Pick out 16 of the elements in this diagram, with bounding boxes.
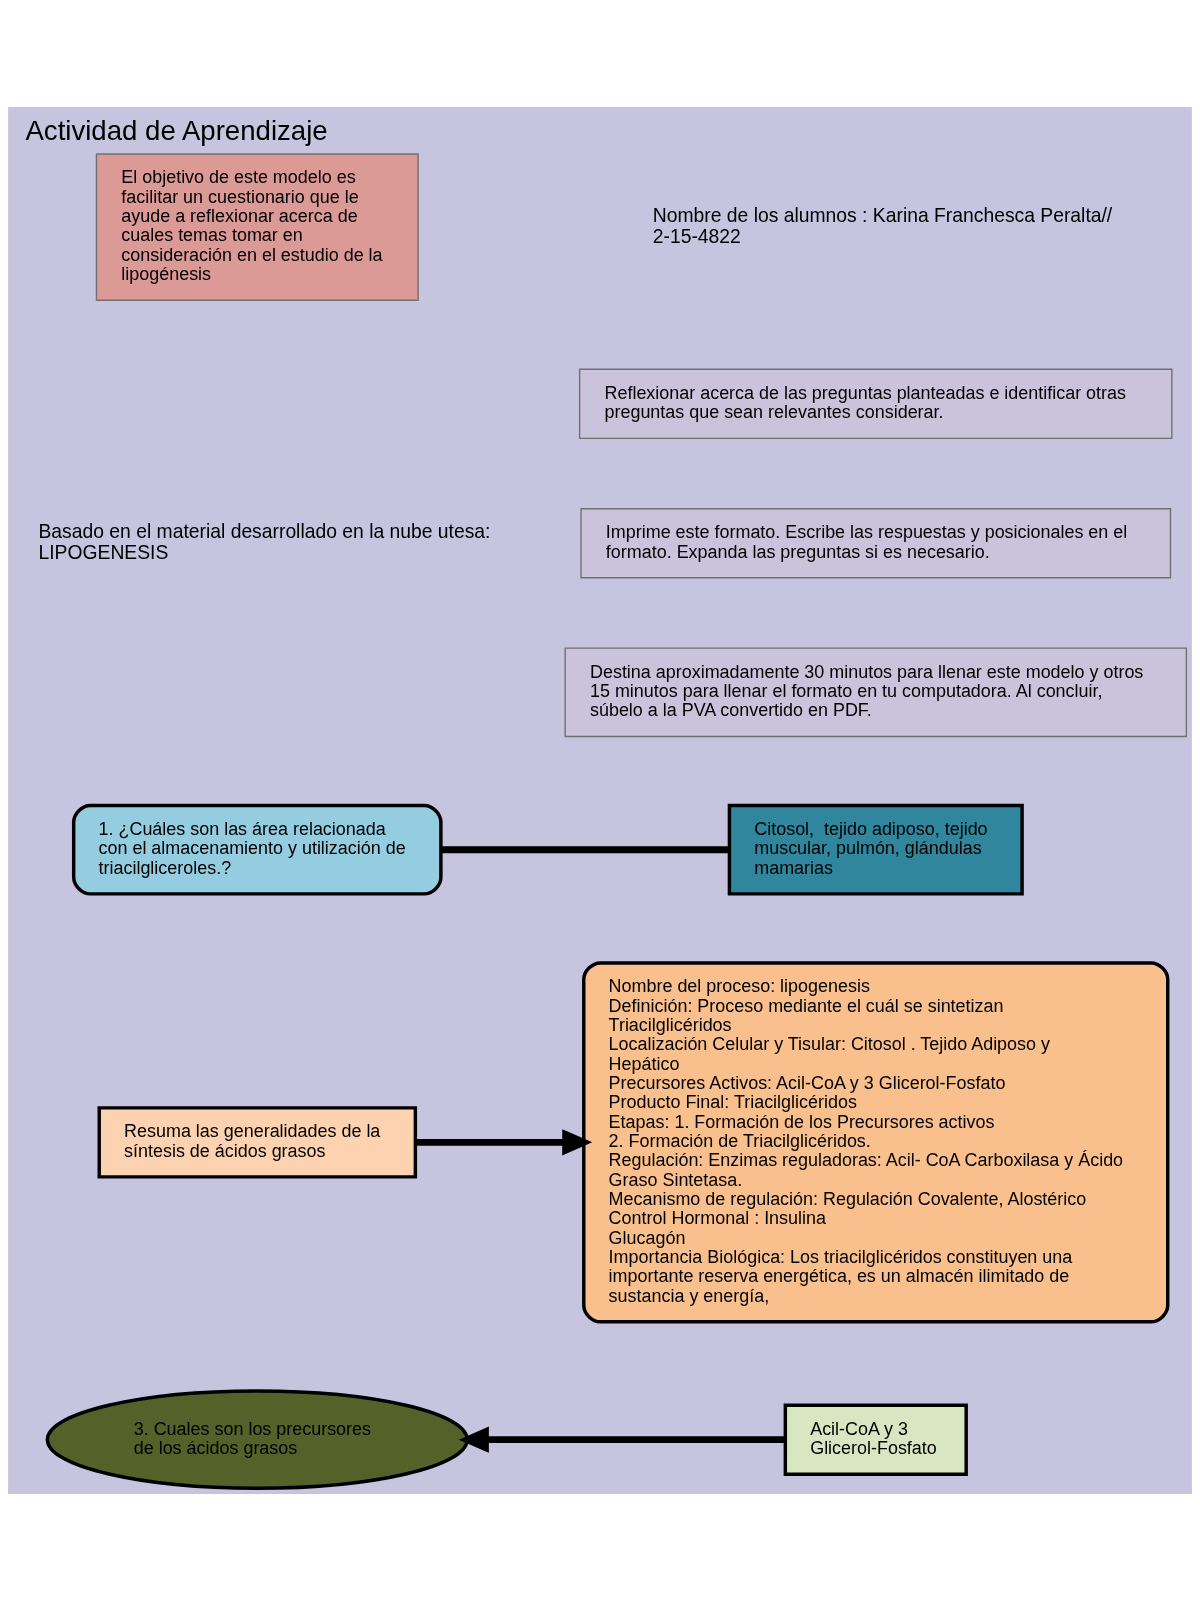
node-box: Imprime este formato. Escribe las respuestas y posicionales en el formato. Expanda las preguntas si es necesario. [580, 507, 1172, 578]
node-box: Resuma las generalidades de la síntesis de ácidos grasos [97, 1105, 418, 1179]
node-ellipse: 3. Cuales son los precursores de los ácidos grasos [45, 1388, 469, 1490]
label: Basado en el material desarrollado en la nube utesa: LIPOGENESIS [38, 520, 491, 563]
node-box: 1. ¿Cuáles son las área relacionada con el almacenamiento y utilización de triacilgliceroles.? [71, 803, 443, 896]
node-box: Nombre del proceso: lipogenesis Definición: Proceso mediante el cuál se sintetizan Triacilglicéridos Localización Celular y Tisular: Citosol . Tejido Adiposo y Hepático Precursores Activos: Acil-CoA y 3 Glicerol-Fosfato Producto Final: Triacilglicéridos Etapas: 1. Formación de los Precursores activos 2. Formación de Triacilglicéridos. Regulación: Enzimas reguladoras: Acil- CoA Carboxilasa y Ácido Graso Sintetasa. Mecanismo de regulación: Regulación Covalente, Alostérico Control Hormonal : Insulina Glucagón Importancia Biológica: Los triacilglicéridos constituyen una importante reserva energética, es un almacén ilimitado de sustancia y energía, [582, 960, 1170, 1324]
label: Nombre de los alumnos : Karina Franchesca Peralta// 2-15-4822 [652, 204, 1113, 247]
connector [441, 845, 729, 853]
node-box: Citosol, tejido adiposo, tejido muscular, pulmón, glándulas mamarias [727, 803, 1024, 896]
node-box: El objetivo de este modelo es facilitar un cuestionario que le ayude a reflexionar acerca de cuales temas tomar en consideración en el estudio de la lipogénesis [95, 152, 419, 301]
arrow [415, 1128, 593, 1155]
node-box: Destina aproximadamente 30 minutos para llenar este modelo y otros 15 minutos para llenar el formato en tu computadora. Al concluir, súbelo a la PVA convertido en PDF. [564, 646, 1188, 737]
diagram-title: Actividad de Aprendizaje [25, 114, 328, 146]
node-box: Reflexionar acerca de las preguntas planteadas e identificar otras preguntas que sean relevantes considerar. [578, 368, 1173, 439]
node-box: Acil-CoA y 3 Glicerol-Fosfato [783, 1402, 968, 1476]
arrow [458, 1426, 786, 1453]
